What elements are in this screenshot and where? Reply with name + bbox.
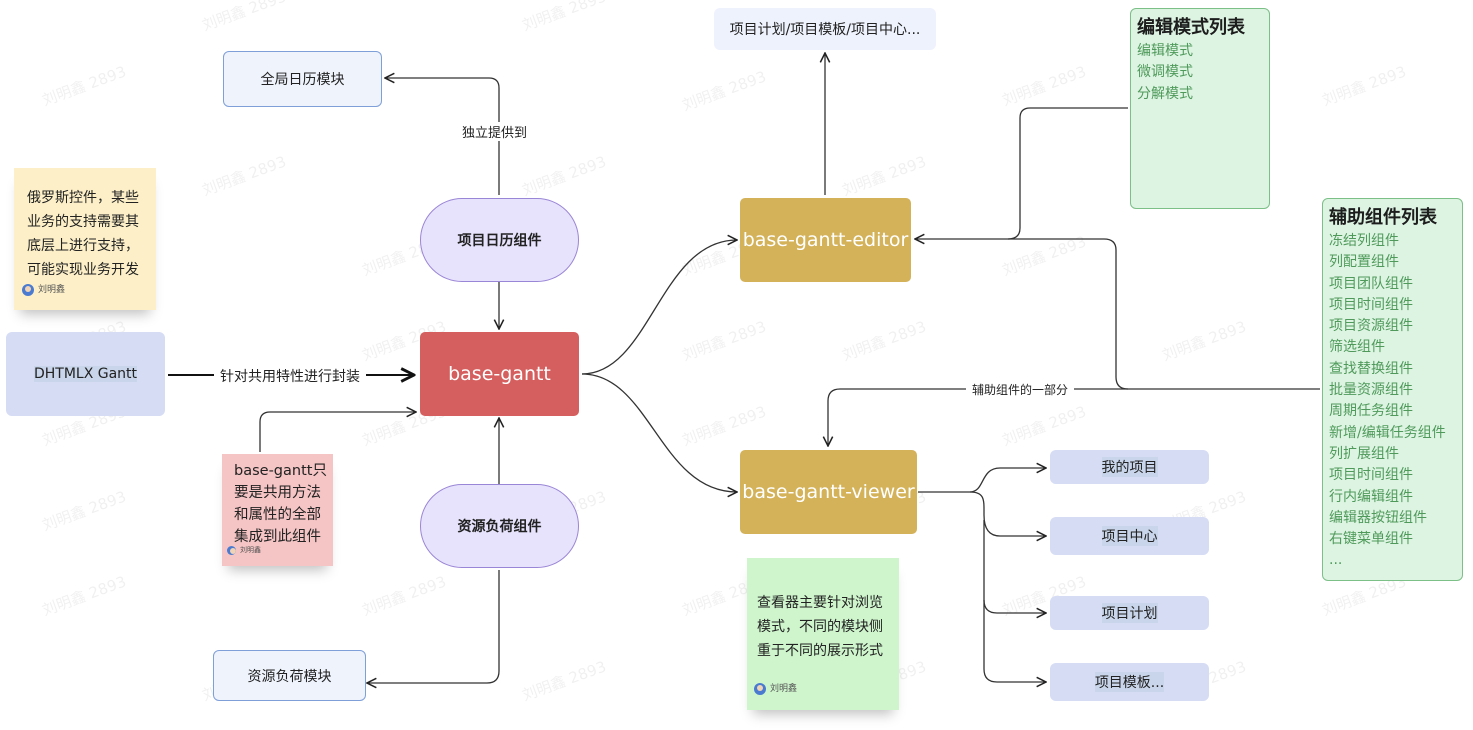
list-item: 项目时间组件 [1329,296,1413,313]
author-name: 刘明鑫 [770,684,798,694]
node-label: 项目中心 [1101,526,1158,546]
node-label: base-gantt-viewer [742,481,915,503]
node-dhtmlx-gantt[interactable]: DHTMLX Gantt [6,332,165,416]
edge-viewer-to-plan [983,520,1046,613]
list-item: 编辑模式 [1137,43,1193,59]
list-item: ... [1329,552,1343,569]
node-label: 项目日历组件 [457,233,542,249]
watermark: 刘明鑫 2893 [519,0,609,35]
watermark: 刘明鑫 2893 [359,572,449,620]
watermark: 刘明鑫 2893 [679,317,769,365]
list-item: 行内编辑组件 [1329,488,1413,505]
watermark: 刘明鑫 2893 [1319,62,1409,110]
sticky-note-author: 刘明鑫 [227,539,261,561]
node-project-calendar-component[interactable]: 项目日历组件 [420,198,579,282]
avatar-icon [227,545,236,555]
edge-viewer-to-myproject [918,468,1046,493]
node-resource-load-module[interactable]: 资源负荷模块 [213,650,366,701]
node-label: base-gantt-editor [742,229,909,251]
watermark: 刘明鑫 2893 [199,0,289,35]
node-label: 资源负荷组件 [457,519,542,535]
watermark: 刘明鑫 2893 [999,402,1089,450]
edge-base-to-viewer [581,373,737,492]
node-base-gantt[interactable]: base-gantt [420,332,579,416]
watermark: 刘明鑫 2893 [679,402,769,450]
list-item: 项目时间组件 [1329,467,1413,484]
list-item: 右键菜单组件 [1329,531,1413,548]
edit-mode-list-card[interactable]: 编辑模式列表 编辑模式微调模式分解模式 [1130,8,1270,209]
list-item: 新增/编辑任务组件 [1329,424,1446,441]
watermark: 刘明鑫 2893 [519,152,609,200]
edge-label-provide-independently: 独立提供到 [456,122,534,141]
sticky-note-text: 俄罗斯控件，某些 业务的支持需要其 底层上进行支持， 可能实现业务开发 [27,190,139,278]
sticky-note-russian-control[interactable]: 俄罗斯控件，某些 业务的支持需要其 底层上进行支持， 可能实现业务开发 刘明鑫 [14,168,156,310]
edge-viewer-to-template [983,600,1046,682]
edge-editmode-to-editor [915,107,1128,239]
edge-note-to-base [259,412,416,452]
node-base-gantt-editor[interactable]: base-gantt-editor [740,198,911,282]
watermark: 刘明鑫 2893 [679,67,769,115]
node-viewer-target-project-center[interactable]: 项目中心 [1050,517,1209,555]
sticky-note-author: 刘明鑫 [754,677,797,701]
watermark: 刘明鑫 2893 [839,317,929,365]
aux-component-list-title: 辅助组件列表 [1329,207,1437,228]
sticky-note-text: base-gantt只 要是共用方法 和属性的全部 集成到此组件 [234,463,327,545]
sticky-note-author: 刘明鑫 [22,278,65,302]
list-item: 分解模式 [1137,85,1193,102]
list-item: 筛选组件 [1329,339,1385,356]
edge-resource-to-module [367,570,500,683]
edge-label-part-of-aux: 辅助组件的一部分 [966,381,1075,398]
node-viewer-target-my-project[interactable]: 我的项目 [1050,450,1209,484]
node-label: DHTMLX Gantt [33,366,138,382]
node-label: 项目模板... [1094,672,1165,692]
node-label: 我的项目 [1101,457,1158,477]
sticky-note-base-gantt[interactable]: base-gantt只 要是共用方法 和属性的全部 集成到此组件 刘明鑫 [222,454,333,566]
watermark: 刘明鑫 2893 [39,572,129,620]
watermark: 刘明鑫 2893 [999,232,1089,280]
node-base-gantt-viewer[interactable]: base-gantt-viewer [740,450,917,534]
node-viewer-target-project-plan[interactable]: 项目计划 [1050,596,1209,630]
watermark: 刘明鑫 2893 [1159,317,1249,365]
node-editor-targets[interactable]: 项目计划/项目模板/项目中心... [714,8,936,50]
watermark: 刘明鑫 2893 [39,62,129,110]
node-label: 全局日历模块 [260,72,345,88]
avatar-icon [22,284,34,296]
aux-component-list-items: 冻结列组件列配置组件项目团队组件项目时间组件项目资源组件筛选组件查找替换组件批量… [1329,231,1456,572]
list-item: 列配置组件 [1329,254,1399,271]
list-item: 列扩展组件 [1329,445,1399,462]
author-name: 刘明鑫 [38,285,66,295]
list-item: 冻结列组件 [1329,233,1399,249]
edge-viewer-to-center [969,491,1046,536]
edit-mode-list-items: 编辑模式微调模式分解模式 [1137,41,1263,105]
list-item: 项目团队组件 [1329,275,1413,292]
node-global-calendar-module[interactable]: 全局日历模块 [223,51,382,107]
list-item: 批量资源组件 [1329,382,1413,399]
edit-mode-list-title: 编辑模式列表 [1137,17,1245,38]
edge-base-to-editor [581,240,737,375]
list-item: 编辑器按钮组件 [1329,509,1427,526]
node-label: base-gantt [448,363,551,385]
list-item: 查找替换组件 [1329,360,1413,377]
watermark: 刘明鑫 2893 [39,487,129,535]
edge-label-encapsulate-common: 针对共用特性进行封装 [214,366,366,386]
node-resource-load-component[interactable]: 资源负荷组件 [420,484,579,568]
edge-aux-to-editor [1008,238,1320,390]
author-name: 刘明鑫 [240,546,261,554]
node-label: 项目计划/项目模板/项目中心... [729,22,921,38]
watermark: 刘明鑫 2893 [199,152,289,200]
node-viewer-target-project-template[interactable]: 项目模板... [1050,663,1209,701]
sticky-note-viewer[interactable]: 查看器主要针对浏览 模式，不同的模块侧 重于不同的展示形式 刘明鑫 [747,558,899,710]
sticky-note-text: 查看器主要针对浏览 模式，不同的模块侧 重于不同的展示形式 [757,595,883,659]
node-label: 资源负荷模块 [247,668,332,685]
list-item: 微调模式 [1137,64,1193,81]
watermark: 刘明鑫 2893 [519,657,609,705]
node-label: 项目计划 [1101,603,1158,623]
avatar-icon [754,683,766,695]
list-item: 项目资源组件 [1329,318,1413,335]
watermark: 刘明鑫 2893 [839,152,929,200]
aux-component-list-card[interactable]: 辅助组件列表 冻结列组件列配置组件项目团队组件项目时间组件项目资源组件筛选组件查… [1322,198,1463,581]
watermark: 刘明鑫 2893 [999,62,1089,110]
list-item: 周期任务组件 [1329,403,1413,420]
